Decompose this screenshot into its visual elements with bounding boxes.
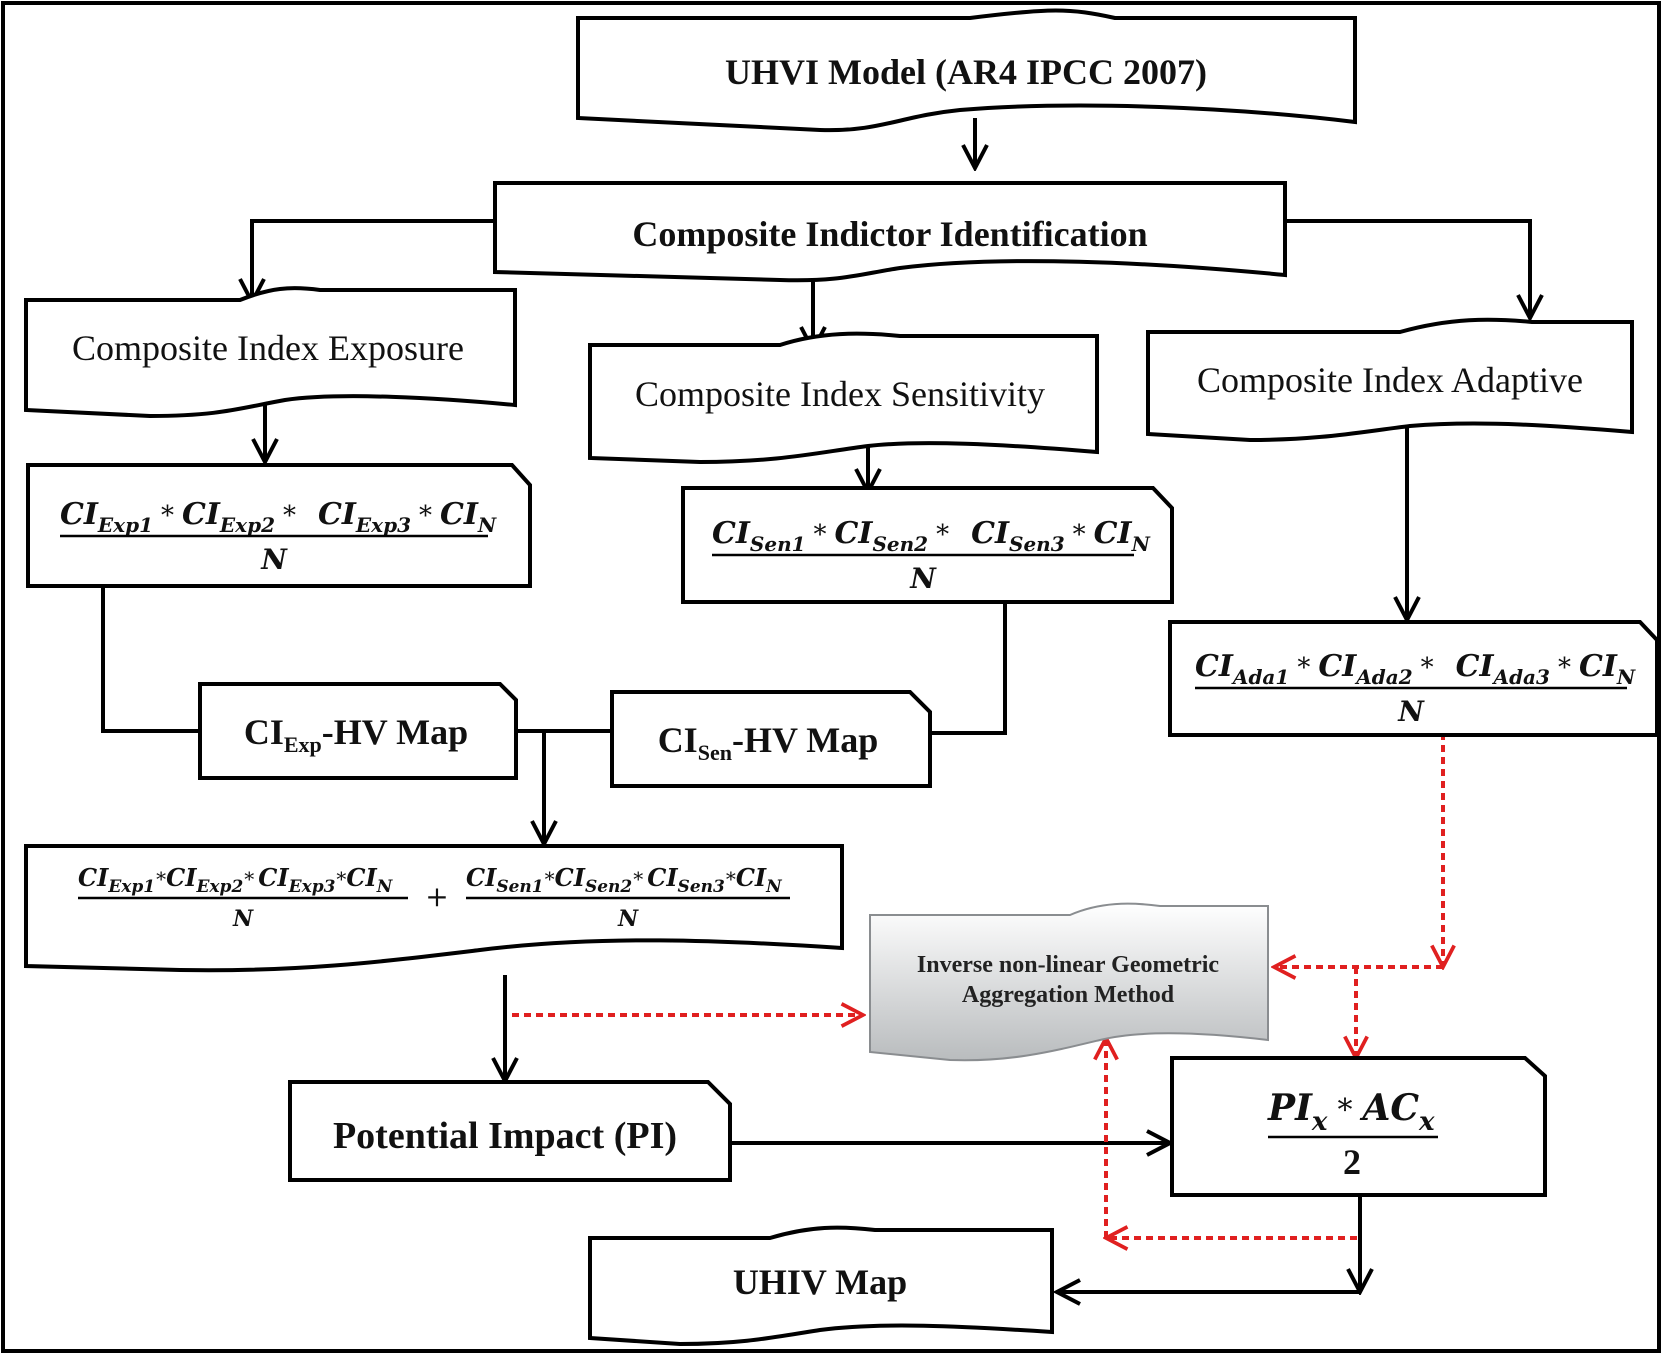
sensitivity-node: Composite Index Sensitivity (588, 331, 1099, 465)
adaptive-formula-box: CIAda1*CIAda2*CIAda3*CIN N (1168, 620, 1659, 737)
svg-text:N: N (232, 906, 254, 932)
model-label: UHVI Model (AR4 IPCC 2007) (725, 52, 1207, 92)
final-formula: PIx*ACx 2 (1267, 1087, 1438, 1182)
svg-text:CIAda1*CIAda2*CIAda3*CIN: CIAda1*CIAda2*CIAda3*CIN (1195, 649, 1636, 689)
dotted-connectors (512, 733, 1443, 1238)
model-node: UHVI Model (AR4 IPCC 2007) (576, 8, 1357, 133)
uhiv-map-node: UHIV Map (588, 1225, 1054, 1347)
svg-text:PIx*ACx: PIx*ACx (1267, 1087, 1435, 1137)
adaptive-formula: CIAda1*CIAda2*CIAda3*CIN N (1195, 649, 1636, 728)
sen-map-node: CISen-HV Map (610, 690, 932, 788)
combined-formula-node: CIExp1*CIExp2*CIExp3*CIN N + CISen1*CISe… (24, 844, 844, 973)
exposure-formula-box: CIExp1*CIExp2*CIExp3*CIN N (26, 463, 532, 588)
plus-sign: + (425, 880, 448, 913)
final-denominator: 2 (1343, 1142, 1361, 1182)
sen-map-label: CISen-HV Map (658, 720, 879, 765)
connectors (101, 118, 1530, 1292)
potential-impact-label: Potential Impact (PI) (333, 1115, 677, 1157)
sensitivity-formula-box: CISen1*CISen2*CISen3*CIN N (681, 486, 1174, 604)
exp-map-node: CIExp-HV Map (198, 682, 518, 780)
sensitivity-formula: CISen1*CISen2*CISen3*CIN N (712, 516, 1151, 595)
identification-label: Composite Indictor Identification (632, 214, 1147, 254)
identification-node: Composite Indictor Identification (493, 181, 1287, 283)
svg-text:CIExp1*CIExp2*CIExp3*CIN: CIExp1*CIExp2*CIExp3*CIN (78, 863, 394, 897)
method-node: Inverse non-linear Geometric Aggregation… (869, 902, 1269, 1062)
final-formula-box: PIx*ACx 2 (1170, 1056, 1547, 1197)
exposure-node: Composite Index Exposure (24, 286, 517, 419)
svg-text:CISen1*CISen2*CISen3*CIN: CISen1*CISen2*CISen3*CIN (712, 516, 1151, 556)
svg-text:CISen1*CISen2*CISen3*CIN: CISen1*CISen2*CISen3*CIN (466, 863, 783, 897)
exposure-denominator: N (260, 543, 288, 576)
method-label-line1: Inverse non-linear Geometric (917, 952, 1220, 978)
sensitivity-denominator: N (909, 562, 937, 595)
exp-map-label: CIExp-HV Map (244, 712, 468, 757)
sensitivity-label: Composite Index Sensitivity (635, 374, 1045, 414)
adaptive-label: Composite Index Adaptive (1197, 360, 1583, 400)
method-label-line2: Aggregation Method (962, 982, 1175, 1008)
exposure-label: Composite Index Exposure (72, 328, 464, 368)
svg-text:N: N (617, 906, 639, 932)
adaptive-denominator: N (1397, 695, 1425, 728)
combined-formula: CIExp1*CIExp2*CIExp3*CIN N + CISen1*CISe… (78, 863, 790, 932)
adaptive-node: Composite Index Adaptive (1146, 317, 1634, 443)
uhiv-map-label: UHIV Map (733, 1262, 907, 1302)
exposure-formula: CIExp1*CIExp2*CIExp3*CIN N (60, 497, 497, 576)
svg-text:CIExp1*CIExp2*CIExp3*CIN: CIExp1*CIExp2*CIExp3*CIN (60, 497, 497, 537)
potential-impact-node: Potential Impact (PI) (288, 1080, 732, 1182)
